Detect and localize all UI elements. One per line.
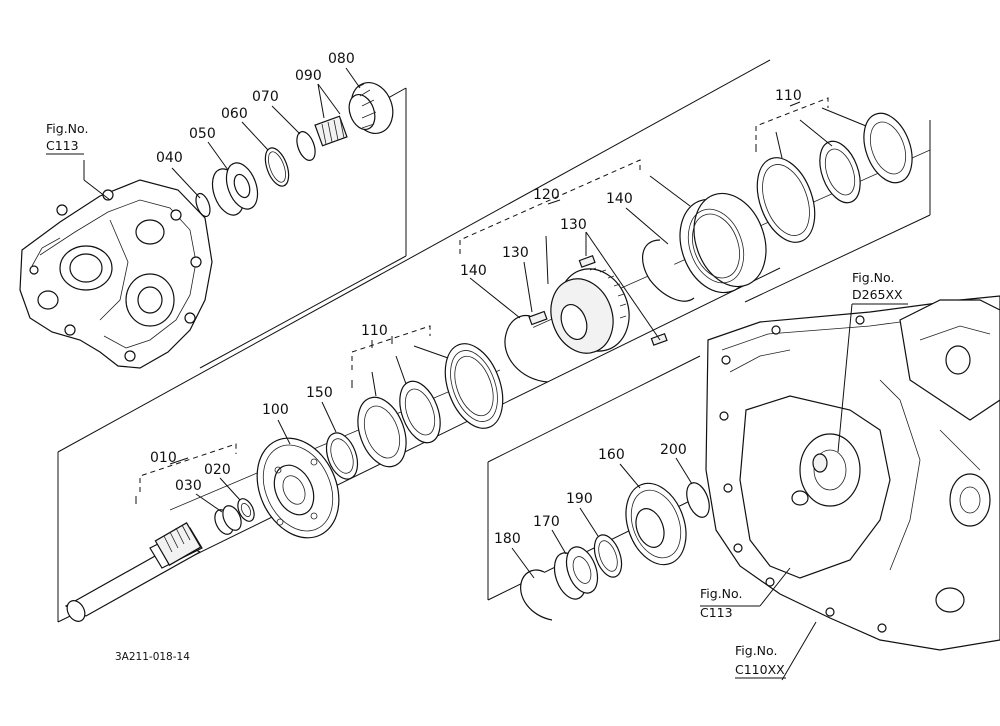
synchro-cluster-lower: [325, 343, 504, 480]
rear-housing-drawing: [705, 295, 1000, 651]
fig-ref-d265xx-line2: D265XX: [852, 287, 903, 302]
label-120: 120: [533, 187, 560, 203]
synchro-hub-assembly: [504, 239, 695, 383]
label-140-right: 140: [606, 191, 633, 207]
label-140-left: 140: [460, 263, 487, 279]
label-030: 030: [175, 478, 202, 494]
label-110-lower: 110: [361, 323, 388, 339]
label-180: 180: [494, 531, 521, 547]
fig-ref-c110xx-line2: C110XX: [735, 662, 785, 677]
fig-ref-c113-top-line2: C113: [46, 138, 79, 153]
label-160: 160: [598, 447, 625, 463]
synchro-cluster-upper: [679, 112, 913, 294]
label-040: 040: [156, 150, 183, 166]
label-060: 060: [221, 106, 248, 122]
label-130-left: 130: [502, 245, 529, 261]
fig-ref-c113-bottom-line1: Fig.No.: [700, 586, 742, 601]
label-110-upper: 110: [775, 88, 802, 104]
gear-100-drawing: [256, 437, 340, 539]
fig-ref-c110xx-line1: Fig.No.: [735, 643, 777, 658]
main-shaft-drawing: [64, 498, 255, 622]
label-150: 150: [306, 385, 333, 401]
label-090: 090: [295, 68, 322, 84]
figure-references: Fig.No. C113 Fig.No. D265XX Fig.No. C113…: [46, 121, 903, 679]
label-170: 170: [533, 514, 560, 530]
diagram-code: 3A211-018-14: [115, 651, 190, 663]
label-200: 200: [660, 442, 687, 458]
fig-ref-d265xx-line1: Fig.No.: [852, 270, 894, 285]
label-190: 190: [566, 491, 593, 507]
leader-lines: [83, 67, 908, 681]
label-050: 050: [189, 126, 216, 142]
label-020: 020: [204, 462, 231, 478]
top-parts-row: [195, 82, 394, 218]
fig-ref-c113-bottom-line2: C113: [700, 605, 733, 620]
label-130-right: 130: [560, 217, 587, 233]
part-labels: 010 020 030 040 050 060 070 090 080 100 …: [150, 51, 802, 547]
label-100: 100: [262, 402, 289, 418]
lower-right-parts: [520, 482, 710, 621]
front-housing-drawing: [19, 179, 213, 369]
fig-ref-c113-top-line1: Fig.No.: [46, 121, 88, 136]
label-080: 080: [328, 51, 355, 67]
label-070: 070: [252, 89, 279, 105]
label-010: 010: [150, 450, 177, 466]
